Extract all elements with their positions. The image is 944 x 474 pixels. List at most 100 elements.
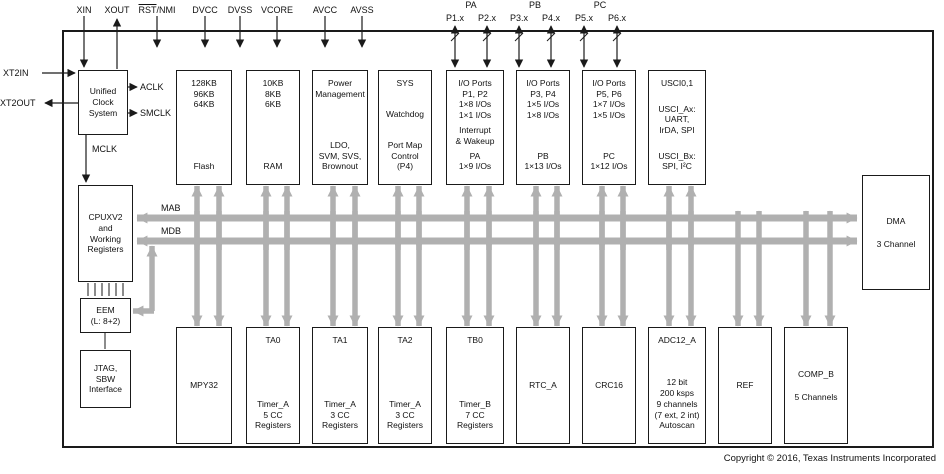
block-text-group: USCI0,1 [650, 78, 704, 89]
block-line: (P4) [396, 161, 414, 172]
block-line: 1×1 I/Os [458, 110, 492, 121]
pin-label-p2x: P2.x [477, 13, 497, 23]
block-line: TA2 [397, 335, 413, 345]
block-line: 1×9 I/Os [458, 161, 492, 172]
block-line: 200 ksps [659, 388, 695, 399]
pin-label-p5x: P5.x [574, 13, 594, 23]
cpu-eem-jtag-links [87, 283, 124, 349]
block-line: P3, P4 [530, 88, 556, 99]
block-line: PC [603, 150, 615, 161]
block-line: 1×8 I/Os [526, 110, 560, 121]
block-line: Registers [322, 420, 358, 431]
block-line: Registers [255, 420, 291, 431]
block-line: SPI, I²C [662, 161, 692, 172]
pin-label-dvss: DVSS [227, 5, 253, 15]
block-line: SVM, SVS, [318, 150, 362, 161]
block-line: PB [537, 150, 549, 161]
block-text-group: COMP_B [786, 369, 846, 380]
block-line: 1×5 I/Os [592, 110, 626, 121]
bus-slash-marks [450, 32, 622, 42]
block-line: Interrupt [459, 125, 491, 135]
block-text-group: DMA [864, 216, 928, 227]
pin-label-p4x: P4.x [541, 13, 561, 23]
pin-label-xt2out: XT2OUT [0, 98, 36, 108]
pin-label-rst-nmi: RST/NMI [139, 5, 176, 15]
chip-boundary [62, 30, 934, 448]
block-line: 5 CC [263, 409, 283, 420]
block-line: I/O Ports [592, 78, 626, 88]
block-line: 1×7 I/Os [592, 99, 626, 110]
signal-label-mclk: MCLK [92, 144, 118, 154]
block-line: & Wakeup [455, 135, 495, 146]
pin-label-xout: XOUT [104, 5, 130, 15]
block-line: USCI_Ax: [658, 103, 696, 114]
block-line: TB0 [467, 335, 483, 345]
block-text-group: ADC12_A [650, 335, 704, 346]
block-text-group: 5 Channels [786, 392, 846, 403]
port-group-label-pb: PB [528, 0, 542, 10]
block-line: 1×12 I/Os [590, 161, 628, 172]
block-line: 3 CC [330, 409, 350, 420]
block-line: (7 ext, 2 int) [654, 409, 700, 420]
rst-overline-text: RST [138, 5, 157, 15]
block-line: Unified [89, 86, 117, 97]
block-text-group: RAM [248, 161, 298, 172]
block-line: ADC12_A [658, 335, 696, 345]
pin-label-avss: AVSS [350, 5, 374, 15]
block-line: Interface [88, 384, 123, 395]
block-line: JTAG, [93, 362, 118, 373]
block-line: RTC_A [529, 380, 557, 391]
block-line: Management [315, 88, 365, 99]
block-line: Registers [87, 244, 124, 255]
block-text-group: TB0 [448, 335, 502, 346]
block-text-group: REF [720, 380, 770, 391]
block-text-group: USCI_Bx:SPI, I²C [650, 151, 704, 172]
block-line: and [98, 222, 113, 233]
block-line: 12 bit [666, 377, 688, 388]
block-line: TA1 [332, 335, 348, 345]
pin-label-p6x: P6.x [607, 13, 627, 23]
block-line: USCI_Bx: [658, 150, 696, 161]
pin-label-avcc: AVCC [312, 5, 338, 15]
block-text-group: Interrupt& Wakeup [448, 125, 502, 146]
block-line: Port Map [387, 139, 423, 150]
signal-label-smclk: SMCLK [140, 108, 172, 118]
block-text-group: TA1 [314, 335, 366, 346]
block-text-group: SYS [380, 78, 430, 89]
port-group-label-pa: PA [465, 0, 477, 10]
block-line: Timer_B [459, 398, 491, 409]
block-line: P1, P2 [462, 88, 488, 99]
block-line: EEM [96, 304, 115, 315]
block-line: RAM [263, 161, 283, 172]
block-line: 64KB [193, 99, 215, 110]
block-line: 1×8 I/Os [458, 99, 492, 110]
block-line: 1×5 I/Os [526, 99, 560, 110]
block-line: Watchdog [386, 108, 424, 119]
block-line: TA0 [265, 335, 281, 345]
block-line: MPY32 [190, 380, 218, 391]
pin-label-dvcc: DVCC [192, 5, 218, 15]
pin-label-p1x: P1.x [445, 13, 465, 23]
nmi-text: /NMI [156, 5, 176, 15]
block-line: 8KB [264, 88, 282, 99]
block-line: 10KB [262, 78, 284, 88]
